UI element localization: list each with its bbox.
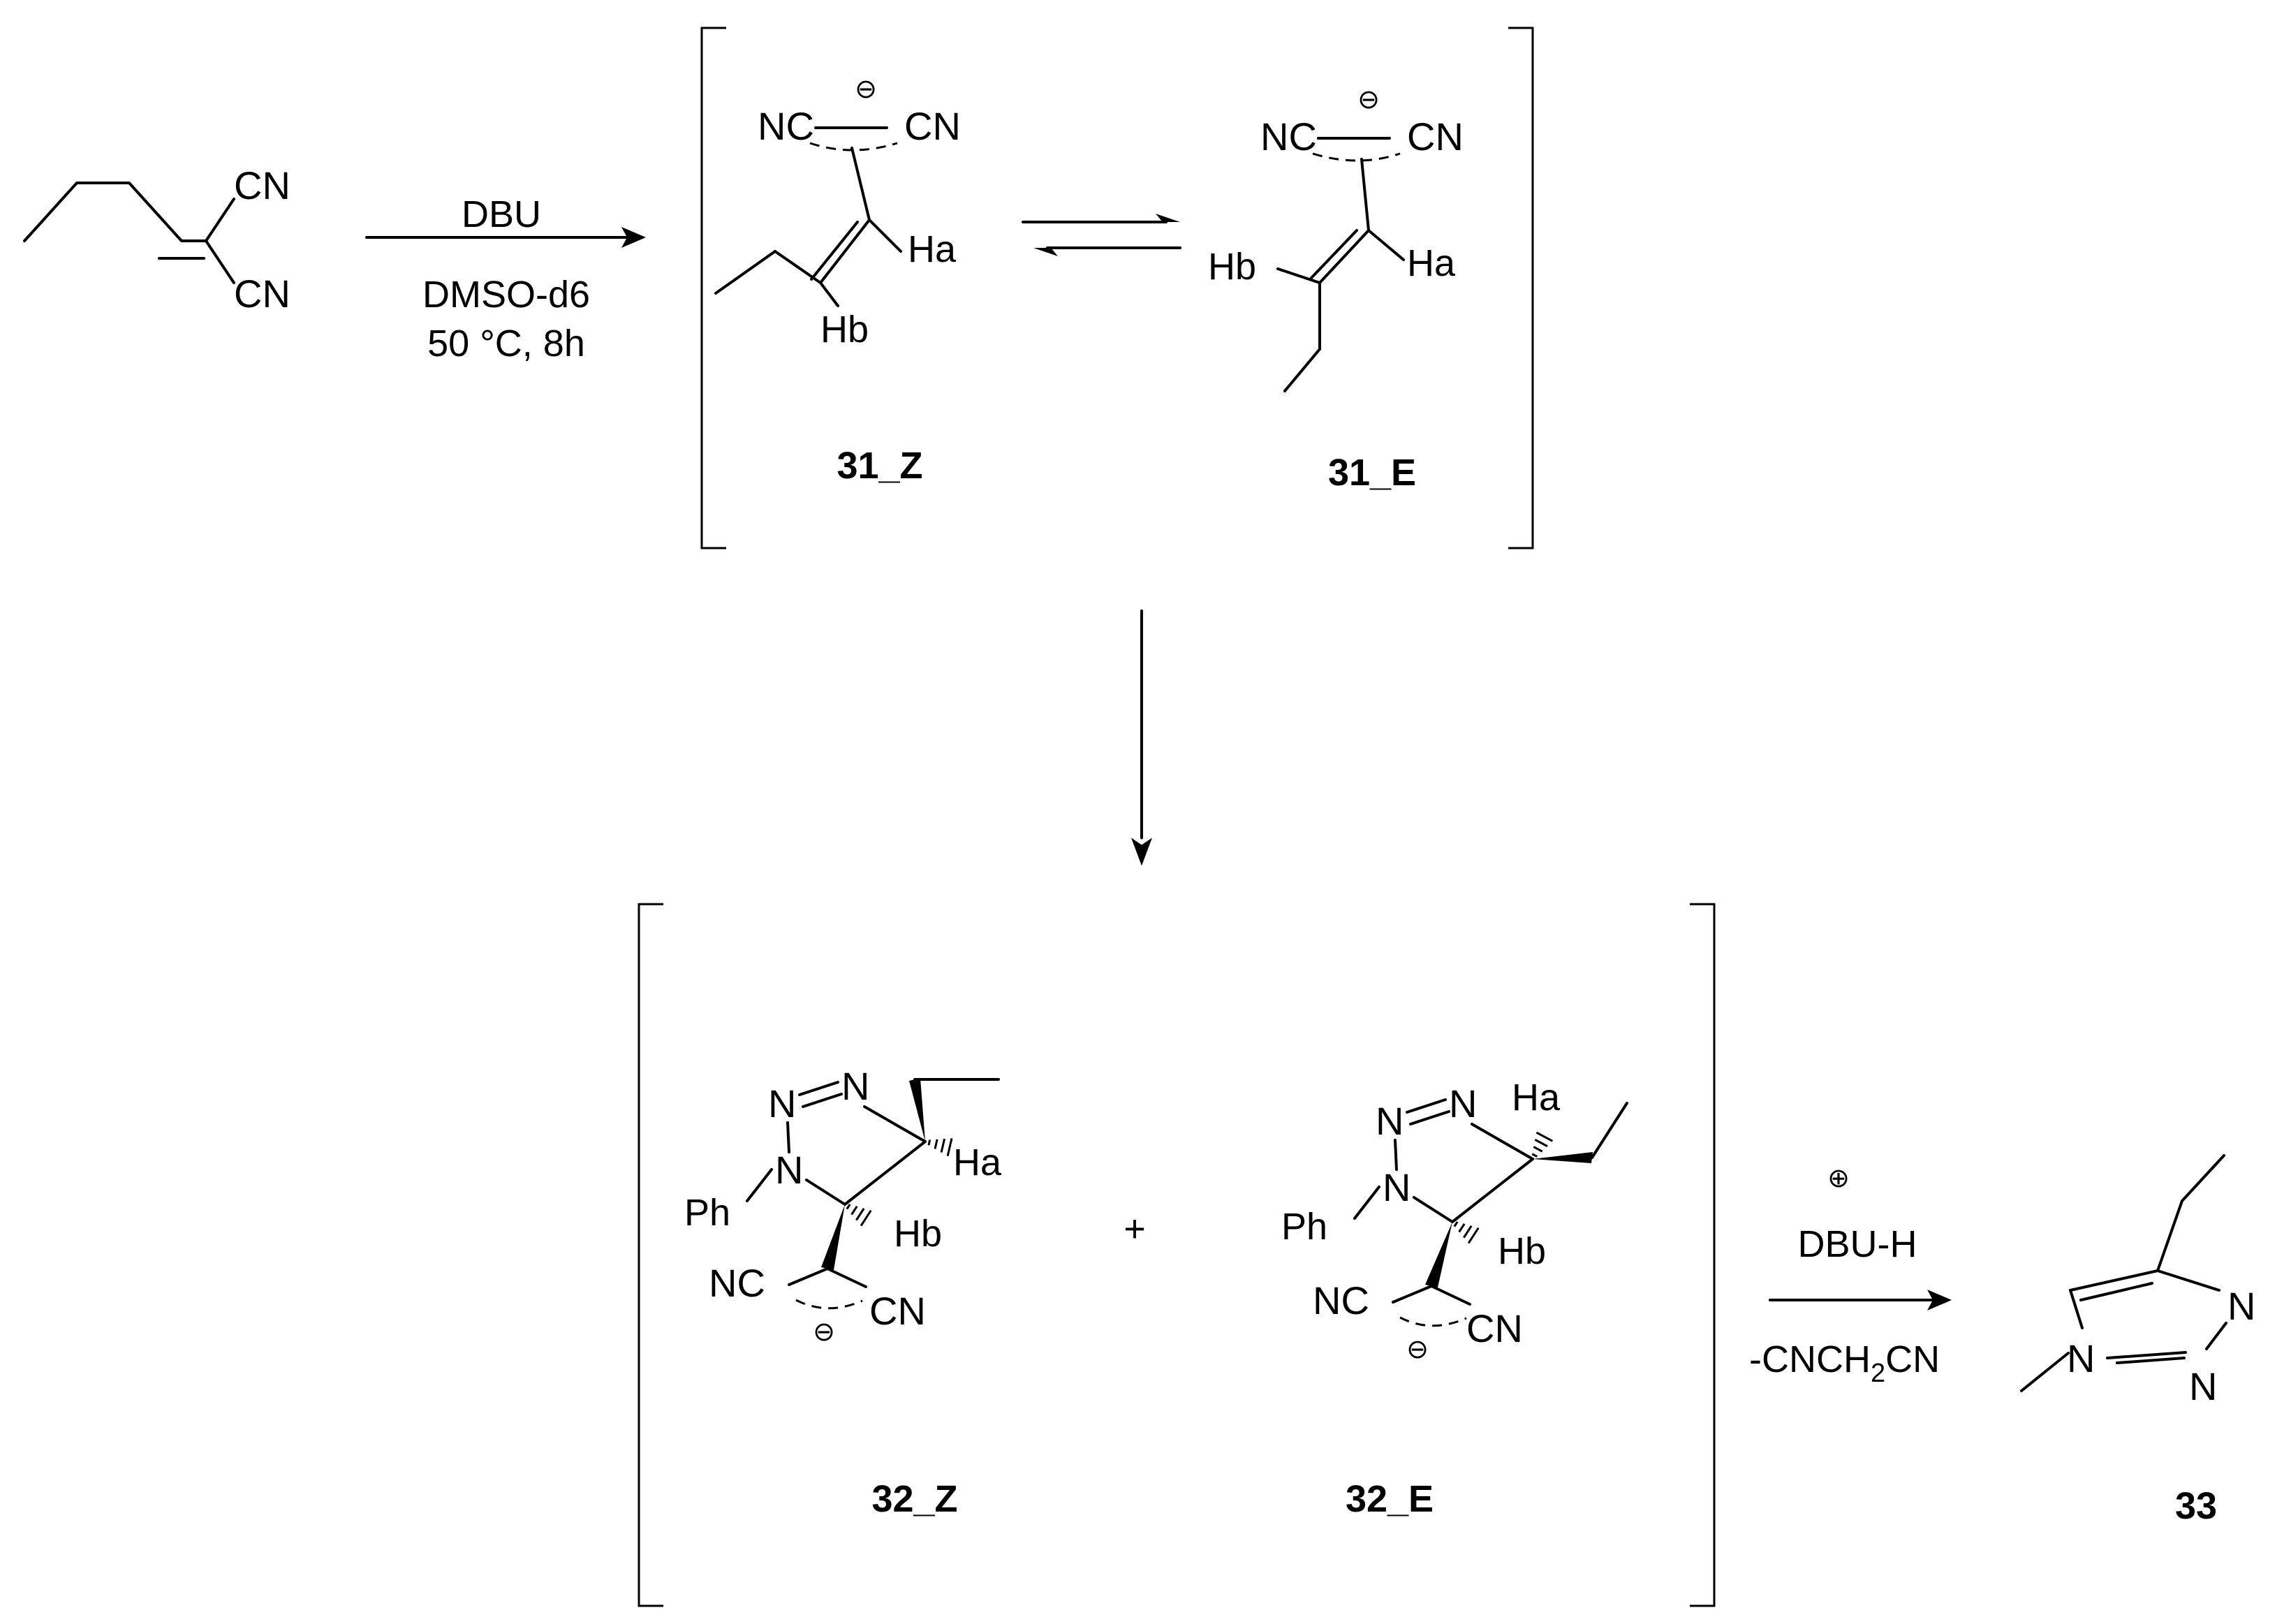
phenyl-label: Ph — [1281, 1206, 1327, 1248]
solvent-label: DMSO-d6 — [422, 274, 590, 316]
n-label: N — [2227, 1284, 2255, 1328]
anion-charge: ⊖ — [855, 75, 877, 104]
n-label: N — [775, 1148, 803, 1192]
compound-label-32z: 32_Z — [871, 1478, 957, 1520]
reaction-arrow-2 — [1131, 610, 1152, 866]
equilibrium-arrow — [1022, 214, 1181, 256]
cn-label: CN — [869, 1289, 926, 1333]
plus-sign: + — [1124, 1208, 1146, 1250]
reaction-arrow-3: ⊕ DBU-H -CNCH2CN — [1749, 1164, 1952, 1388]
bracket-intermediates-31 — [700, 27, 1534, 549]
cn-label: CN — [234, 163, 290, 207]
nc-label: NC — [1260, 115, 1317, 158]
n-label: N — [768, 1082, 796, 1125]
byproduct-label: -CNCH2CN — [1749, 1338, 1940, 1388]
starting-material: CN CN — [23, 163, 290, 316]
n-label: N — [841, 1064, 869, 1108]
compound-label-32e: 32_E — [1346, 1478, 1434, 1520]
cn-label: CN — [234, 272, 290, 316]
n-label: N — [1376, 1099, 1404, 1143]
anion-charge: ⊖ — [1406, 1335, 1429, 1364]
compound-label-31z: 31_Z — [837, 445, 922, 487]
reagent-dbu: DBU — [462, 193, 541, 235]
n-label: N — [2189, 1364, 2217, 1408]
compound-32z: N N N Ha Hb Ph NC CN ⊖ 32_Z — [684, 1064, 1002, 1520]
hb-label: Hb — [820, 309, 869, 350]
compound-32e: N N N Ha Hb Ph NC CN ⊖ 32_E — [1281, 1077, 1628, 1520]
reaction-arrow-1: DBU DMSO-d6 50 °C, 8h — [365, 193, 646, 364]
n-label: N — [1383, 1165, 1410, 1209]
hb-label: Hb — [1208, 246, 1256, 288]
compound-31e: NC CN ⊖ Ha Hb 31_E — [1208, 85, 1464, 494]
compound-label-33: 33 — [2175, 1485, 2217, 1527]
nc-label: NC — [1313, 1278, 1369, 1322]
hb-label: Hb — [894, 1213, 942, 1255]
nc-label: NC — [758, 104, 814, 148]
reagent-dbu-h: DBU-H — [1798, 1223, 1917, 1265]
cation-charge: ⊕ — [1827, 1164, 1850, 1193]
compound-31z: NC CN ⊖ Ha Hb 31_Z — [714, 75, 961, 487]
ha-label: Ha — [908, 228, 957, 270]
bracket-intermediates-32 — [638, 903, 1716, 1607]
cn-label: CN — [904, 104, 961, 148]
hb-label: Hb — [1498, 1230, 1546, 1272]
cn-label: CN — [1407, 115, 1464, 158]
compound-33: N N N 33 — [2020, 1154, 2255, 1527]
ha-label: Ha — [1407, 242, 1456, 284]
n-label: N — [1449, 1082, 1477, 1125]
phenyl-label: Ph — [684, 1192, 730, 1234]
nc-label: NC — [709, 1261, 765, 1305]
conditions-label: 50 °C, 8h — [427, 323, 585, 364]
anion-charge: ⊖ — [813, 1317, 835, 1347]
n-label: N — [2067, 1336, 2095, 1380]
compound-label-31e: 31_E — [1328, 452, 1416, 494]
ha-label: Ha — [953, 1142, 1002, 1183]
anion-charge: ⊖ — [1357, 85, 1380, 115]
ha-label: Ha — [1512, 1077, 1561, 1119]
cn-label: CN — [1466, 1306, 1523, 1350]
